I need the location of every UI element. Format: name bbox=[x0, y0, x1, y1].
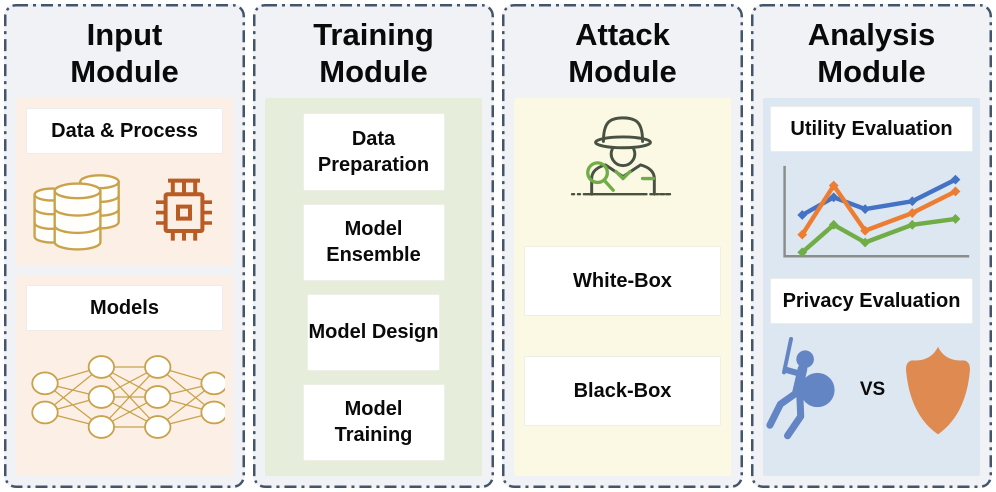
module-attack: Attack Module bbox=[502, 4, 743, 488]
data-process-icons bbox=[30, 166, 220, 256]
step-label: Model Design bbox=[308, 321, 439, 344]
database-icon bbox=[32, 174, 120, 251]
models-label-text: Models bbox=[90, 296, 159, 319]
data-process-label-text: Data & Process bbox=[51, 119, 198, 142]
line-chart-icon bbox=[782, 166, 969, 258]
step-model-training: Model Training bbox=[302, 383, 445, 461]
training-module-content: Data Preparation Model Ensemble Model De… bbox=[265, 98, 482, 476]
data-process-label: Data & Process bbox=[26, 108, 223, 155]
vs-label: VS bbox=[859, 379, 886, 401]
module-title: Training Module bbox=[313, 17, 434, 90]
attack-box-label: White-Box bbox=[573, 269, 672, 292]
black-box-attack: Black-Box bbox=[524, 356, 721, 427]
analysis-module-content: Utility Evaluation bbox=[763, 98, 980, 476]
privacy-label-text: Privacy Evaluation bbox=[782, 289, 961, 312]
utility-evaluation-label: Utility Evaluation bbox=[770, 106, 973, 153]
step-model-design: Model Design bbox=[307, 293, 440, 371]
models-label: Models bbox=[26, 285, 223, 332]
panel-training-steps: Data Preparation Model Ensemble Model De… bbox=[265, 98, 482, 476]
line-chart-icon-wrap bbox=[768, 160, 976, 270]
white-box-attack: White-Box bbox=[524, 246, 721, 317]
attack-module-content: White-Box Black-Box bbox=[514, 98, 731, 476]
attacker-vs-shield-icon: VS bbox=[762, 336, 981, 444]
panel-data-process: Data & Process bbox=[16, 98, 233, 267]
step-label: Model Ensemble bbox=[326, 218, 421, 267]
panel-evaluation: Utility Evaluation bbox=[763, 98, 980, 476]
detective-icon bbox=[570, 116, 675, 197]
attack-box-label: Black-Box bbox=[573, 379, 672, 402]
panel-attacks: White-Box Black-Box bbox=[514, 98, 731, 476]
module-title: Attack Module bbox=[568, 17, 677, 90]
module-title: Analysis Module bbox=[807, 17, 936, 90]
panel-models: Models bbox=[16, 275, 233, 476]
detective-icon-wrap bbox=[562, 112, 684, 204]
attacker-icon bbox=[766, 337, 835, 440]
neural-network-icon bbox=[30, 355, 225, 440]
input-module-content: Data & Process bbox=[16, 98, 233, 476]
step-label: Model Training bbox=[334, 398, 413, 447]
utility-label-text: Utility Evaluation bbox=[790, 117, 953, 140]
privacy-evaluation-label: Privacy Evaluation bbox=[770, 278, 973, 325]
step-model-ensemble: Model Ensemble bbox=[302, 203, 445, 281]
cpu-icon bbox=[155, 178, 212, 241]
step-data-preparation: Data Preparation bbox=[302, 113, 445, 191]
module-training: Training Module Data Preparation Model E… bbox=[253, 4, 494, 488]
module-analysis: Analysis Module Utility Evaluation bbox=[751, 4, 992, 488]
module-input: Input Module Data & Process bbox=[4, 4, 245, 488]
step-label: Data Preparation bbox=[317, 127, 430, 176]
shield-icon bbox=[906, 346, 971, 435]
module-title: Input Module bbox=[70, 17, 179, 90]
